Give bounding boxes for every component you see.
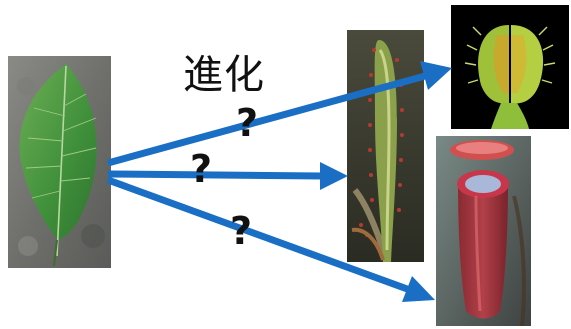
arrow-to-flytrap: [107, 72, 426, 167]
arrowhead-flytrap: [420, 61, 452, 90]
question-mark-lower: ?: [230, 209, 253, 253]
question-mark-middle: ?: [190, 147, 213, 191]
flytrap-photo: [451, 5, 569, 129]
pitcher-photo: [436, 136, 531, 326]
evolution-label: 進化: [183, 52, 265, 98]
arrow-to-sundew: [107, 170, 323, 180]
question-mark-upper: ?: [236, 101, 259, 145]
sundew-photo: [347, 30, 424, 262]
arrowhead-sundew: [320, 162, 348, 190]
leaf-photo: [8, 56, 111, 268]
arrow-to-pitcher: [106, 176, 412, 294]
arrowhead-pitcher: [402, 276, 435, 302]
